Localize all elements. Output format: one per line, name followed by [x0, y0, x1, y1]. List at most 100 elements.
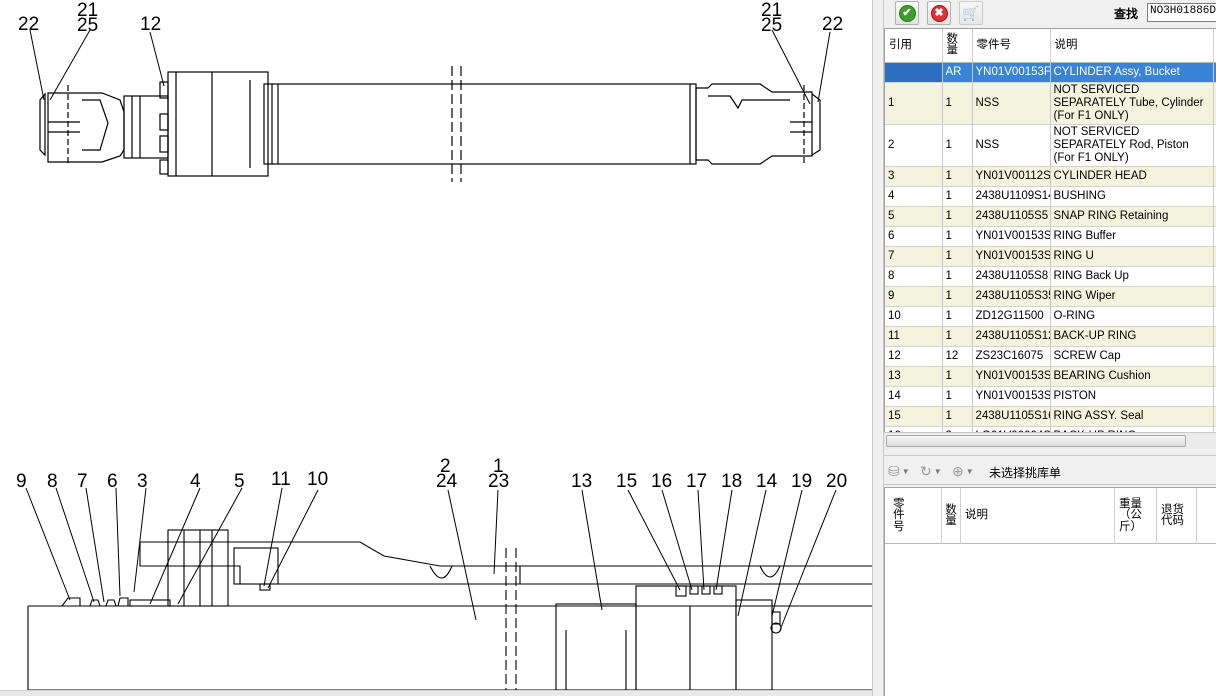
callout-11[interactable]: 11 — [271, 469, 291, 490]
callout-10[interactable]: 10 — [307, 469, 328, 490]
pick-col-desc[interactable]: 说明 — [961, 488, 1115, 544]
rod-eye-right — [695, 83, 813, 165]
cell-desc: BACK-UP RING — [1050, 426, 1214, 432]
callout-24[interactable]: 24 — [436, 471, 458, 492]
callout-7[interactable]: 7 — [77, 471, 88, 492]
refresh-dropdown-button[interactable]: ↻▼ — [920, 461, 950, 481]
callout-top-25-right[interactable]: 25 — [761, 15, 782, 36]
col-header-part-no[interactable]: 零件号 — [972, 29, 1051, 63]
callout-top-21-right[interactable]: 21 — [761, 0, 782, 21]
cell-desc: RING Back Up — [1050, 266, 1214, 287]
cell-part-no: YN01V00153S0 — [972, 226, 1051, 247]
callout-9[interactable]: 9 — [16, 471, 27, 492]
pk-part-label: 零件号 — [893, 497, 905, 533]
cell-part-no: ZD12G11500 — [972, 306, 1051, 327]
cell-extra — [1213, 306, 1216, 327]
cell-desc: BEARING Cushion — [1050, 366, 1214, 387]
callout-5[interactable]: 5 — [234, 471, 245, 492]
cell-part-no: 2438U1105S8 — [972, 266, 1051, 287]
cancel-button[interactable]: ✖ — [927, 1, 951, 25]
callout-17[interactable]: 17 — [686, 471, 707, 492]
cart-icon: 🛒 — [962, 4, 980, 21]
pick-col-part-no[interactable]: 零件号 — [885, 488, 942, 544]
callout-1[interactable]: 1 — [493, 456, 504, 477]
callout-top-22[interactable]: 22 — [18, 14, 39, 35]
callout-18[interactable]: 18 — [721, 471, 742, 492]
col-header-qty[interactable]: 数量 — [942, 29, 973, 63]
cell-desc: RING Buffer — [1050, 226, 1214, 247]
cell-part-no: LQ01V00004S0 — [972, 426, 1051, 432]
cell-qty: 1 — [942, 306, 973, 327]
cart-button[interactable]: 🛒 — [959, 1, 983, 25]
panel-splitter[interactable] — [872, 0, 884, 696]
callout-top-21[interactable]: 21 — [77, 0, 98, 21]
add-dropdown-button[interactable]: ⊕▼ — [952, 461, 982, 481]
col-header-extra — [1213, 29, 1216, 63]
callout-4[interactable]: 4 — [190, 471, 201, 492]
callout-20[interactable]: 20 — [826, 471, 847, 492]
parts-diagram[interactable]: 22 21 25 12 21 25 22 — [0, 0, 872, 696]
callout-8[interactable]: 8 — [47, 471, 58, 492]
coins-dropdown-button[interactable]: ⛁▼ — [888, 461, 918, 481]
check-icon: ✔ — [898, 4, 916, 22]
callout-top-22-right[interactable]: 22 — [822, 14, 843, 35]
table-row[interactable]: 162LQ01V00004S0BACK-UP RING — [885, 426, 1216, 432]
cell-ref — [885, 62, 943, 83]
pick-col-weight[interactable]: 重量（公斤） — [1115, 488, 1157, 544]
cylinder-head-top — [167, 71, 269, 177]
callout-top-25[interactable]: 25 — [77, 15, 98, 36]
cell-desc: RING Wiper — [1050, 286, 1214, 307]
horizontal-scrollbar[interactable] — [884, 432, 1216, 449]
confirm-button[interactable]: ✔ — [895, 1, 919, 25]
callout-19[interactable]: 19 — [791, 471, 812, 492]
callout-13[interactable]: 13 — [571, 471, 592, 492]
cell-qty: 1 — [942, 206, 973, 227]
scrollbar-thumb[interactable] — [886, 435, 1186, 447]
cell-part-no: 2438U1105S5 — [972, 206, 1051, 227]
cell-extra — [1213, 124, 1216, 167]
pick-col-desc-label: 说明 — [965, 509, 988, 522]
callout-15[interactable]: 15 — [616, 471, 637, 492]
cell-ref: 2 — [885, 124, 943, 167]
col-header-desc[interactable]: 说明 — [1050, 29, 1214, 63]
cell-ref: 10 — [885, 306, 943, 327]
callout-6[interactable]: 6 — [107, 471, 118, 492]
cell-desc: NOT SERVICED SEPARATELY Tube, Cylinder (… — [1050, 82, 1214, 125]
callout-3[interactable]: 3 — [137, 471, 148, 492]
cell-qty: 2 — [942, 426, 973, 432]
search-input[interactable]: NO3H01886D1 — [1147, 3, 1216, 22]
cell-ref: 13 — [885, 366, 943, 387]
callout-23[interactable]: 23 — [488, 471, 509, 492]
pick-col-return-code[interactable]: 退货代码 — [1157, 488, 1197, 544]
cell-extra — [1213, 186, 1216, 207]
cell-extra — [1213, 426, 1216, 432]
cell-qty: 1 — [942, 246, 973, 267]
callout-top-12[interactable]: 12 — [140, 14, 161, 35]
callout-2[interactable]: 2 — [440, 456, 451, 477]
col-header-ref[interactable]: 引用 — [885, 29, 943, 63]
callout-14[interactable]: 14 — [756, 471, 778, 492]
pick-col-qty[interactable]: 数量 — [942, 488, 961, 544]
cell-part-no: 2438U1105S35 — [972, 286, 1051, 307]
cell-extra — [1213, 406, 1216, 427]
cell-part-no: YN01V00153S0 — [972, 386, 1051, 407]
callout-16[interactable]: 16 — [651, 471, 672, 492]
cell-qty: 1 — [942, 266, 973, 287]
